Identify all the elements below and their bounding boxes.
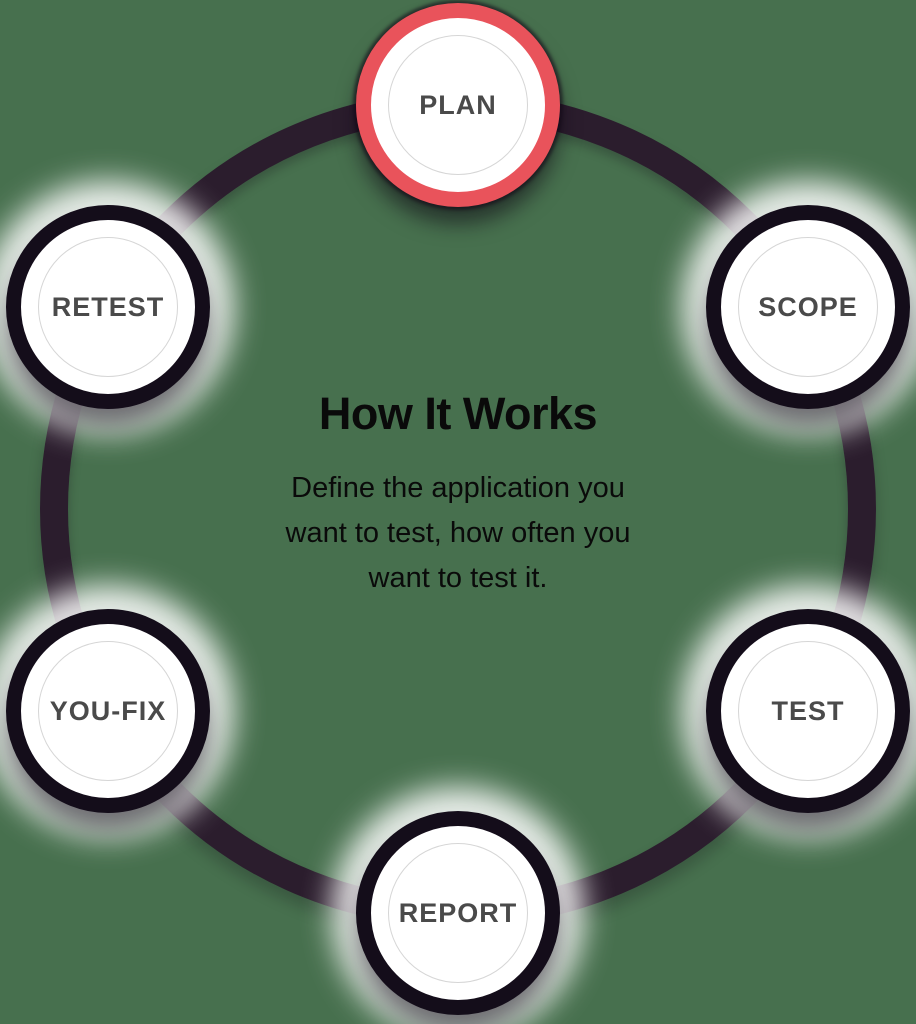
node-report-circle: REPORT (356, 811, 560, 1015)
node-retest-circle: RETEST (6, 205, 210, 409)
node-plan: PLAN (356, 3, 560, 207)
node-scope-circle: SCOPE (706, 205, 910, 409)
node-scope-inner-ring (738, 237, 878, 377)
node-you-fix-inner-ring (38, 641, 178, 781)
node-plan-circle: PLAN (356, 3, 560, 207)
node-you-fix-circle: YOU-FIX (6, 609, 210, 813)
description-line-3: want to test it. (368, 562, 548, 594)
node-test: TEST (706, 609, 910, 813)
diagram-title: How It Works (318, 388, 598, 439)
diagram-description: Define the application you want to test,… (198, 466, 718, 601)
description-line-2: want to test, how often you (285, 517, 631, 549)
node-retest: RETEST (6, 205, 210, 409)
node-scope: SCOPE (706, 205, 910, 409)
node-report-inner-ring (388, 843, 528, 983)
node-test-inner-ring (738, 641, 878, 781)
node-you-fix: YOU-FIX (6, 609, 210, 813)
node-retest-inner-ring (38, 237, 178, 377)
node-test-circle: TEST (706, 609, 910, 813)
description-line-1: Define the application you (291, 472, 625, 504)
node-report: REPORT (356, 811, 560, 1015)
center-text-block: How It Works Define the application you … (198, 388, 718, 601)
node-plan-inner-ring (388, 35, 528, 175)
